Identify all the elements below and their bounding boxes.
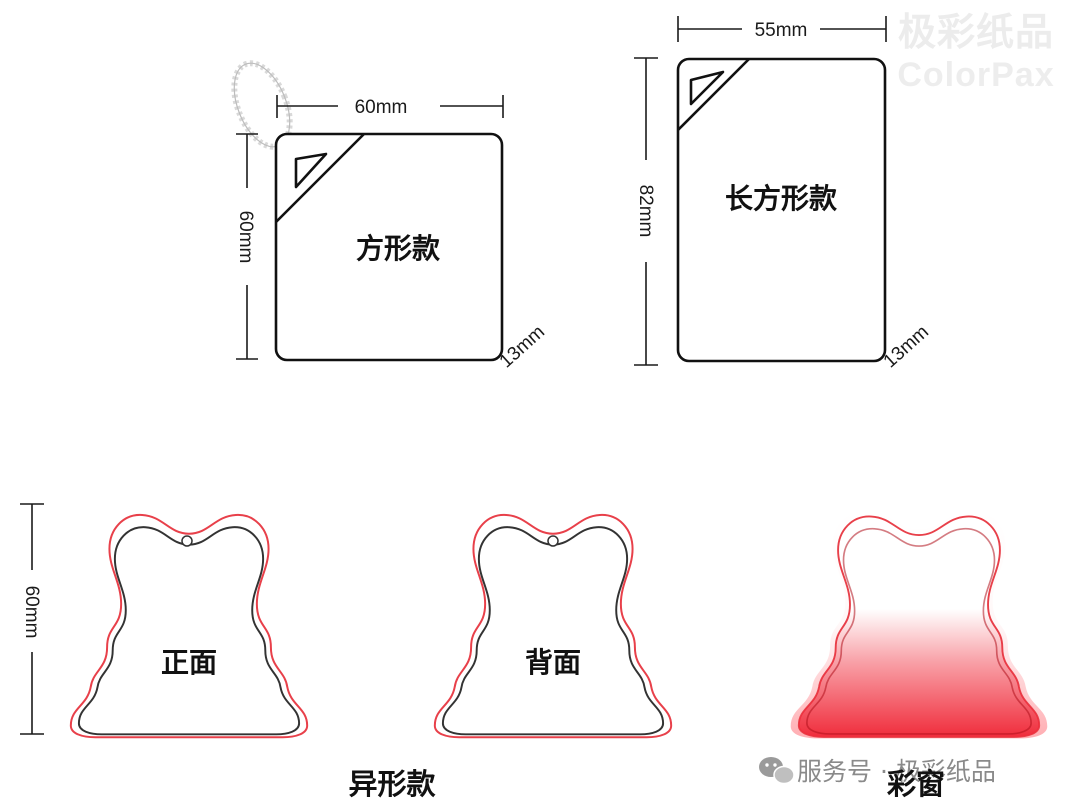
square-height-label: 60mm bbox=[235, 211, 256, 264]
watermark-brand-cn: 极彩纸品 bbox=[898, 10, 1054, 54]
rect-tag-name: 长方形款 bbox=[725, 182, 838, 215]
wechat-footer: 服务号 · 极彩纸品 bbox=[759, 757, 996, 786]
rect-tag-group: 55mm 82mm 长方形款 13mm bbox=[634, 16, 933, 372]
square-hang-hole bbox=[294, 152, 328, 189]
rect-corner-fold-line bbox=[677, 58, 750, 131]
watermark-brand-en: ColorPax bbox=[897, 56, 1054, 94]
square-width-dimension: 60mm bbox=[276, 95, 504, 118]
shaped-height-dimension: 60mm bbox=[20, 503, 44, 735]
rect-tag-card bbox=[676, 57, 887, 363]
bunny-tag-back: 背面 bbox=[433, 513, 673, 739]
bunny-back-label: 背面 bbox=[525, 646, 581, 679]
bunny-front-label: 正面 bbox=[161, 646, 217, 679]
square-corner-radius-label: 13mm bbox=[496, 321, 549, 372]
bunny-tag-front: 正面 bbox=[69, 513, 309, 739]
rect-width-label: 55mm bbox=[755, 20, 808, 41]
square-tag-name: 方形款 bbox=[356, 232, 441, 265]
bunny-back-hang-hole bbox=[547, 535, 559, 547]
square-corner-fold-line bbox=[275, 133, 365, 223]
square-width-label: 60mm bbox=[355, 97, 408, 118]
rect-width-dimension: 55mm bbox=[677, 16, 887, 42]
wechat-icon bbox=[759, 757, 795, 785]
rect-corner-radius-label: 13mm bbox=[880, 321, 933, 372]
square-height-dimension: 60mm bbox=[235, 133, 258, 360]
shaped-tag-caption: 异形款 bbox=[348, 767, 436, 801]
bunny-tag-color-window bbox=[790, 510, 1048, 739]
wechat-footer-text: 服务号 · 极彩纸品 bbox=[797, 757, 996, 786]
color-window-caption: 彩窗 bbox=[887, 767, 945, 801]
rect-height-dimension: 82mm bbox=[634, 57, 658, 366]
bunny-front-hang-hole bbox=[181, 535, 193, 547]
square-tag-card bbox=[274, 132, 504, 362]
watermark: 极彩纸品 ColorPax bbox=[897, 10, 1054, 94]
square-tag-group: 60mm 60mm 方形款 13mm bbox=[231, 60, 549, 372]
rect-height-label: 82mm bbox=[635, 185, 656, 238]
rect-hang-hole bbox=[689, 70, 725, 106]
shaped-height-label: 60mm bbox=[21, 586, 42, 639]
